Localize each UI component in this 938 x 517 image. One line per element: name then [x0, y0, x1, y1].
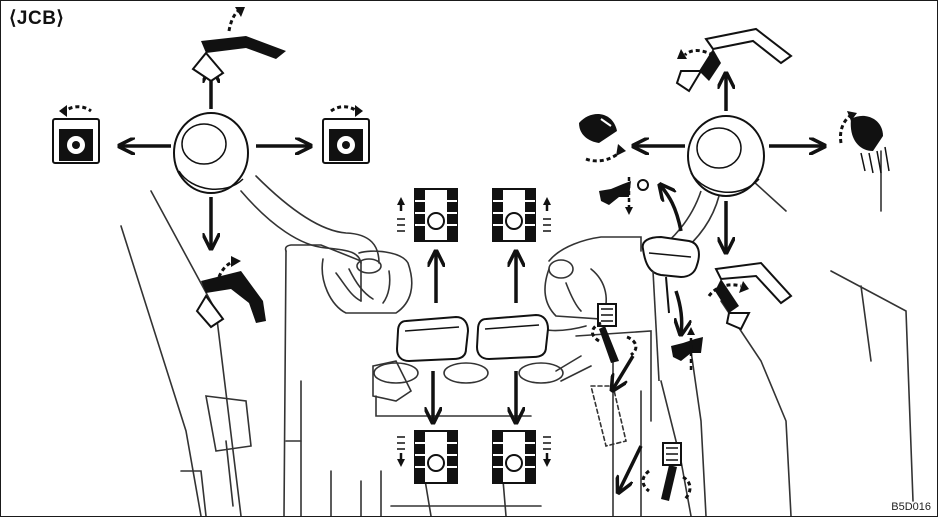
- right-track-reverse-icon: [492, 430, 551, 484]
- offset-arrow-lower: [619, 445, 643, 491]
- cab-outline: [120, 150, 914, 516]
- right-joystick-knob[interactable]: [655, 115, 765, 260]
- figure-code: B5D016: [891, 501, 931, 513]
- figure-title-tag: ⟨JCB⟩: [9, 8, 65, 29]
- swing-left-icon: [52, 105, 100, 164]
- dozer-lever-arrows: [661, 186, 682, 333]
- offset-arrow-upper: [613, 355, 635, 389]
- bucket-dump-icon: [839, 111, 890, 174]
- left-track-reverse-icon: [397, 430, 458, 484]
- dozer-arrow-down: [676, 290, 682, 333]
- bucket-curl-icon: [579, 113, 626, 163]
- boom-offset-arrows: [613, 355, 643, 491]
- boom-lower-icon: [195, 256, 266, 329]
- dozer-lever[interactable]: [641, 235, 700, 382]
- dozer-blade-icon: [599, 177, 703, 373]
- right-travel-lever[interactable]: [475, 313, 550, 361]
- right-track-forward-icon: [492, 188, 551, 242]
- boom-raise-icon: [191, 7, 286, 83]
- left-track-forward-icon: [397, 188, 458, 242]
- dozer-arrow-up: [661, 186, 683, 232]
- swing-right-icon: [322, 105, 370, 164]
- boom-offset-icon: [591, 321, 692, 501]
- travel-arrows: [433, 253, 516, 421]
- arm-in-icon: [707, 261, 793, 331]
- arm-out-icon: [675, 27, 793, 93]
- left-travel-lever[interactable]: [395, 315, 470, 363]
- left-joystick-knob[interactable]: [173, 112, 249, 194]
- boom-offset-lever[interactable]: [597, 303, 619, 363]
- right-joystick-arrows: [635, 75, 823, 251]
